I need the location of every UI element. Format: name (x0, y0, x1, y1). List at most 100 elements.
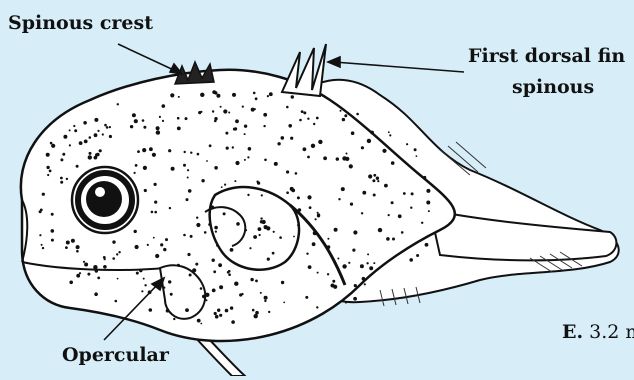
pigment-dot (42, 193, 45, 196)
pigment-dot (290, 137, 293, 140)
pigment-dot (60, 181, 63, 184)
pigment-dot (206, 299, 208, 301)
pigment-dot (299, 119, 302, 122)
pigment-dot (112, 257, 115, 260)
pigment-dot (423, 176, 426, 179)
pigment-dot (60, 158, 63, 161)
pigment-dot (60, 177, 63, 180)
pigment-dot (42, 247, 44, 249)
pigment-dot (46, 166, 49, 169)
pigment-dot (307, 195, 311, 199)
pigment-dot (264, 159, 267, 162)
pigment-dot (39, 234, 41, 236)
pigment-dot (389, 134, 391, 136)
pigment-dot (388, 214, 390, 216)
pigment-dot (79, 272, 81, 274)
stage-letter: E. (562, 321, 583, 343)
pigment-dot (305, 296, 308, 299)
pigment-dot (212, 259, 215, 262)
pigment-dot (63, 135, 67, 139)
pigment-dot (217, 309, 220, 312)
pigment-dot (298, 208, 302, 212)
pigment-dot (106, 126, 109, 129)
label-first-dorsal-fin: First dorsal fin (468, 47, 625, 66)
pigment-dot (103, 256, 106, 259)
pigment-dot (196, 217, 198, 219)
pigment-dot (66, 241, 70, 245)
pigment-dot (69, 144, 71, 146)
pigment-dot (245, 229, 247, 231)
pigment-dot (309, 206, 312, 209)
pigment-dot (40, 209, 43, 212)
pigment-dot (187, 177, 189, 179)
pigment-dot (51, 213, 54, 216)
pigment-dot (303, 147, 307, 151)
pigment-dot (348, 262, 350, 264)
pigment-dot (89, 152, 92, 155)
pigment-dot (234, 180, 236, 182)
pigment-dot (366, 262, 368, 264)
pigment-dot (306, 253, 308, 255)
pigment-dot (257, 182, 260, 185)
pigment-dot (241, 293, 243, 295)
pigment-dot (76, 274, 80, 278)
pigment-dot (362, 277, 366, 281)
pigment-dot (267, 258, 270, 261)
pigment-dot (272, 252, 275, 255)
pigment-dot (345, 302, 347, 304)
pigment-dot (286, 106, 289, 109)
pigment-dot (258, 227, 262, 231)
pigment-dot (205, 293, 209, 297)
pigment-dot (362, 191, 366, 195)
pigment-dot (219, 314, 222, 317)
pigment-dot (165, 238, 168, 241)
pigment-dot (177, 264, 180, 267)
pigment-dot (214, 226, 218, 230)
pigment-dot (198, 111, 201, 114)
pigment-dot (50, 142, 53, 145)
pigment-dot (117, 278, 119, 280)
pigment-dot (168, 149, 171, 152)
pigment-dot (283, 302, 285, 304)
pigment-dot (337, 258, 339, 260)
pigment-dot (200, 287, 203, 290)
pigment-dot (323, 156, 327, 160)
pigment-dot (76, 165, 79, 168)
pigment-dot (209, 144, 212, 147)
pigment-dot (132, 113, 136, 117)
pigment-dot (183, 234, 186, 237)
pigment-dot (266, 226, 270, 230)
pigment-dot (370, 131, 374, 135)
pigment-dot (244, 125, 247, 128)
pigment-dot (201, 179, 204, 182)
pigment-dot (403, 192, 406, 195)
pigment-dot (79, 141, 83, 145)
pigment-dot (87, 273, 90, 276)
pigment-dot (178, 96, 180, 98)
pigment-dot (225, 132, 228, 135)
pigment-dot (163, 287, 165, 289)
pigment-dot (159, 116, 161, 118)
pigment-dot (185, 117, 188, 120)
pigment-dot (186, 198, 189, 201)
pigment-dot (196, 223, 200, 227)
pigment-dot (351, 131, 355, 135)
dorsal-spines (282, 44, 326, 96)
pigment-dot (74, 129, 77, 132)
pigment-dot (143, 278, 145, 280)
pigment-dot (228, 273, 231, 276)
pigment-dot (264, 300, 266, 302)
pigment-dot (367, 139, 371, 143)
pigment-dot (51, 239, 54, 242)
pigment-dot (273, 231, 275, 233)
pigment-dot (149, 147, 153, 151)
pigment-dot (94, 133, 98, 137)
pigment-dot (215, 231, 217, 233)
pigment-dot (308, 265, 312, 269)
pigment-dot (135, 164, 138, 167)
pigment-dot (94, 118, 98, 122)
pigment-dot (103, 265, 107, 269)
pigment-dot (301, 110, 304, 113)
pigment-dot (411, 192, 414, 195)
pigment-dot (244, 159, 246, 161)
